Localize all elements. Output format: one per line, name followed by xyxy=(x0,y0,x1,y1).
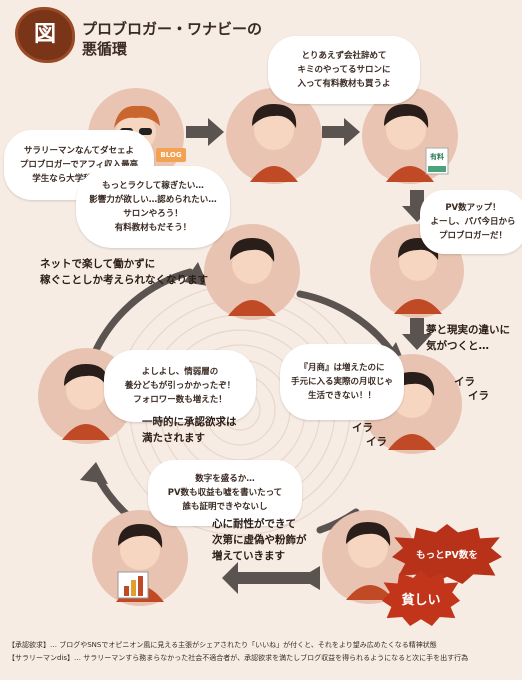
ira-top-1: イラ xyxy=(454,376,475,388)
caption-fake-line-1: 心に耐性ができて xyxy=(212,518,296,530)
arrow-1 xyxy=(186,118,224,146)
bubble-yoshi-line-3: フォロワー数も増えた！ xyxy=(133,395,227,405)
bubble-pv-up-line-2: よーし、パパ今日から xyxy=(430,217,516,227)
bubble-getsushou: 『月商』は増えたのに 手元に入る実際の月収じゃ 生活できない！！ xyxy=(280,344,404,420)
bubble-pv-up: PV数アップ！ よーし、パパ今日から プロブロガーだ！ xyxy=(420,190,522,254)
bubble-desire-line-1: もっとラクして稼ぎたい… xyxy=(102,181,204,191)
bubble-yoshi: よしよし、情弱層の 養分どもが引っかかったぞ！ フォロワー数も増えた！ xyxy=(104,350,256,422)
bubble-quit-line-1: とりあえず会社辞めて xyxy=(301,51,387,61)
arrow-2 xyxy=(322,118,360,146)
cycle-arc-1 xyxy=(296,290,396,356)
person-quit xyxy=(250,104,298,182)
bubble-quit-line-3: 入って有料教材も買うよ xyxy=(297,79,391,89)
ira-left-1: イラ xyxy=(352,422,373,434)
caption-fake-line-2: 次第に虚偽や粉飾が xyxy=(212,534,307,546)
bubble-desire-line-4: 有料教材もだそう！ xyxy=(114,223,192,233)
person-approval xyxy=(62,364,110,440)
caption-approval: 一時的に承認欲求は 満たされます xyxy=(142,414,237,446)
bubble-desire-line-2: 影響力が欲しい…認められたい… xyxy=(89,195,217,205)
bubble-quit: とりあえず会社辞めて キミのやってるサロンに 入って有料教材も買うよ xyxy=(268,36,420,104)
blog-tag: BLOG xyxy=(156,148,186,162)
caption-net-line-1: ネットで楽して働かずに xyxy=(40,258,156,270)
footnote-salaryman-dis: 【サラリーマンdis】… サラリーマンすら務まらなかった社会不適合者が、承認欲求… xyxy=(8,654,469,662)
bubble-getsushou-line-3: 生活できない！！ xyxy=(307,391,376,401)
arrowhead-4 xyxy=(184,262,208,286)
caption-net: ネットで楽して働かずに 稼ぐことしか考えられなくなります xyxy=(40,256,208,288)
bubble-salaryman-line-3: 学生なら大学辞めちゃえ xyxy=(32,174,126,184)
paid-tag: 有料 xyxy=(430,153,444,161)
bubble-desire: もっとラクして稼ぎたい… 影響力が欲しい…認められたい… サロンやろう！ 有料教… xyxy=(76,166,230,248)
caption-approval-line-1: 一時的に承認欲求は xyxy=(142,416,237,428)
bubble-numbers-line-2: PV数も収益も嘘を書いたって xyxy=(167,488,283,498)
caption-fake: 心に耐性ができて 次第に虚偽や粉飾が 増えていきます xyxy=(212,516,307,564)
ira-top-2: イラ xyxy=(468,390,489,402)
bubble-pv-up-line-3: プロブロガーだ！ xyxy=(438,231,507,241)
bubble-quit-line-2: キミのやってるサロンに xyxy=(297,65,391,75)
caption-approval-line-2: 満たされます xyxy=(142,432,205,444)
bubble-pv-up-line-1: PV数アップ！ xyxy=(445,203,501,213)
caption-net-line-2: 稼ぐことしか考えられなくなります xyxy=(40,274,208,286)
bubble-salaryman-line-1: サラリーマンなんてダセェよ xyxy=(23,146,135,156)
arrow-4 xyxy=(402,318,432,350)
cycle-arc-4 xyxy=(92,268,194,354)
arrow-bottom-shaft xyxy=(230,572,310,584)
person-desire xyxy=(228,238,276,316)
bubble-getsushou-line-2: 手元に入る実際の月収じゃ xyxy=(290,377,393,387)
caption-dream-line-1: 夢と現実の違いに xyxy=(426,324,510,336)
figure-badge: 図 xyxy=(18,10,72,60)
person-numbers xyxy=(116,524,164,602)
bubble-desire-line-3: サロンやろう！ xyxy=(123,209,183,219)
title-line-1: プロブロガー・ワナビーの xyxy=(82,20,263,38)
caption-fake-line-3: 増えていきます xyxy=(212,550,285,562)
bubble-getsushou-line-1: 『月商』は増えたのに xyxy=(299,363,385,373)
caption-dream-line-2: 気がつくと… xyxy=(426,340,489,352)
bubble-numbers-line-3: 誰も証明できやないし xyxy=(182,502,268,512)
arrowhead-3 xyxy=(80,462,108,484)
bubble-numbers: 数字を盛るか… PV数も収益も嘘を書いたって 誰も証明できやないし xyxy=(148,460,302,526)
person-buy xyxy=(384,104,449,182)
ira-left-2: イラ xyxy=(366,436,387,448)
person-poor xyxy=(346,522,394,600)
bubble-numbers-line-1: 数字を盛るか… xyxy=(195,474,255,484)
bubble-salaryman-line-2: プロブロガーでアフィ収入最高 xyxy=(19,160,139,170)
arrow-bottom-head xyxy=(222,562,238,594)
caption-dream: 夢と現実の違いに 気がつくと… xyxy=(426,322,510,354)
footnote-approval: 【承認欲求】… ブログやSNSでオピニオン風に見える主張がシェアされたり「いいね… xyxy=(8,641,437,649)
title-line-2: 悪循環 xyxy=(82,40,128,58)
bubble-yoshi-line-1: よしよし、情弱層の xyxy=(141,367,219,377)
bubble-yoshi-line-2: 養分どもが引っかかったぞ！ xyxy=(124,381,236,391)
